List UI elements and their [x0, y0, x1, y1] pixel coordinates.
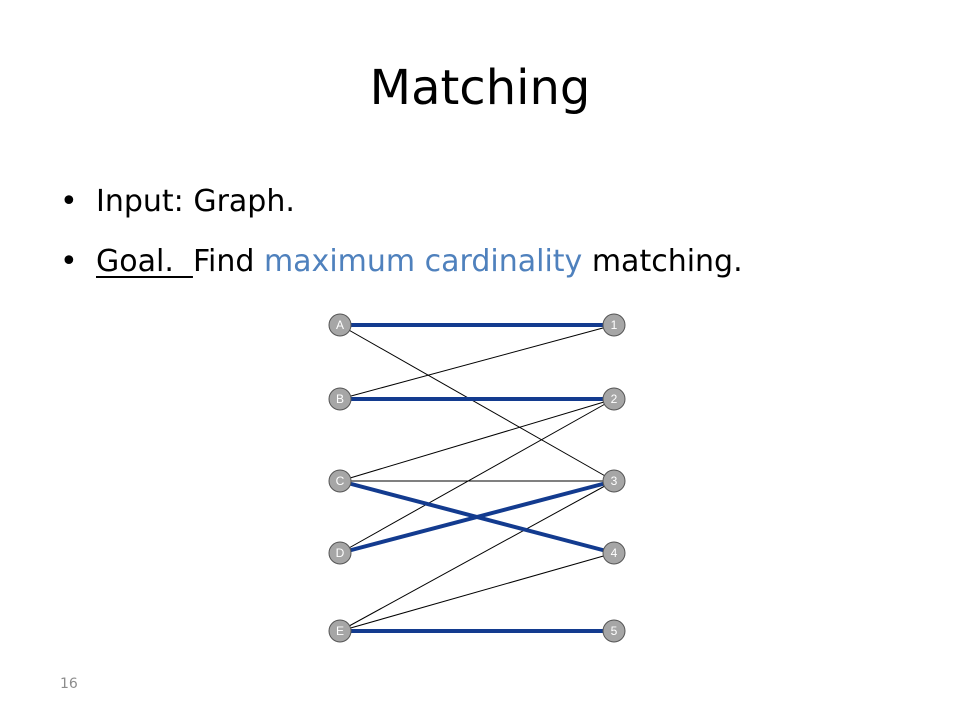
goal-post-text: matching. — [582, 244, 743, 279]
slide-title: Matching — [369, 60, 591, 116]
node-D: D — [328, 541, 352, 565]
goal-lead-text: Goal. — [96, 244, 193, 279]
node-3: 3 — [602, 469, 626, 493]
node-label: E — [336, 624, 344, 638]
node-4: 4 — [602, 541, 626, 565]
node-circle — [328, 619, 352, 643]
node-E: E — [328, 619, 352, 643]
node-2: 2 — [602, 387, 626, 411]
slide-number: 16 — [60, 676, 78, 692]
node-label: C — [336, 474, 345, 488]
node-circle — [602, 541, 626, 565]
node-circle — [328, 469, 352, 493]
node-A: A — [328, 313, 352, 337]
goal-highlight-text: maximum cardinality — [263, 244, 583, 279]
edge-E-4 — [339, 552, 615, 632]
matched-edge-D-3 — [339, 479, 615, 555]
edge-C-2 — [339, 398, 615, 482]
node-circle — [602, 313, 626, 337]
goal-pre-text: Find — [192, 244, 264, 279]
node-circle — [602, 469, 626, 493]
node-label: 1 — [611, 318, 618, 332]
node-label: 4 — [611, 546, 618, 560]
node-label: 3 — [611, 474, 618, 488]
node-5: 5 — [602, 619, 626, 643]
node-1: 1 — [602, 313, 626, 337]
node-circle — [602, 619, 626, 643]
node-label: D — [336, 546, 345, 560]
node-label: B — [336, 392, 344, 406]
node-circle — [328, 541, 352, 565]
node-circle — [328, 313, 352, 337]
node-label: 5 — [611, 624, 618, 638]
node-label: A — [336, 318, 344, 332]
bullet-marker: • — [60, 244, 78, 279]
edge-D-2 — [339, 398, 615, 554]
node-circle — [328, 387, 352, 411]
bullet-input-text: Input: Graph. — [96, 184, 295, 219]
edge-A-3 — [339, 324, 615, 482]
bullet-input: • Input: Graph. — [60, 182, 743, 222]
bullet-list: • Input: Graph. • Goal. Find maximum car… — [60, 182, 743, 302]
node-C: C — [328, 469, 352, 493]
edge-E-3 — [339, 480, 615, 632]
bullet-goal: • Goal. Find maximum cardinality matchin… — [60, 242, 743, 282]
node-label: 2 — [611, 392, 618, 406]
bullet-marker: • — [60, 184, 78, 219]
node-B: B — [328, 387, 352, 411]
node-circle — [602, 387, 626, 411]
edge-B-1 — [339, 324, 615, 400]
